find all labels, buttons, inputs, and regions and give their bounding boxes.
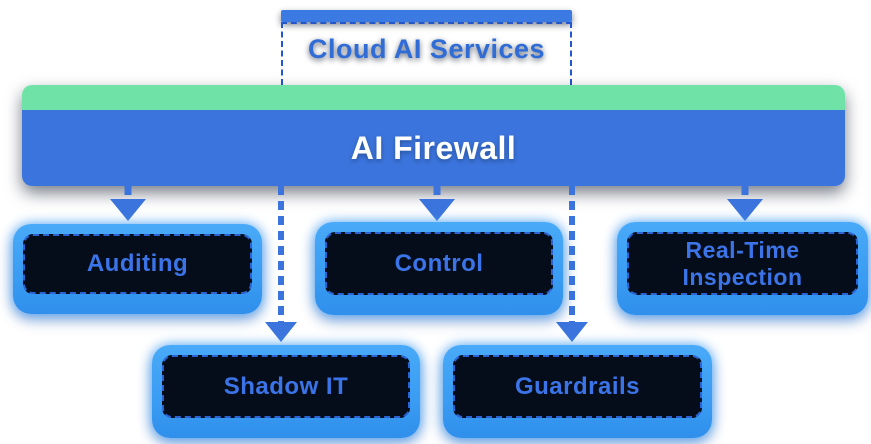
arrow-stem <box>124 186 132 195</box>
firewall-body: AI Firewall <box>22 110 845 186</box>
arrow-to-realtime-inspection <box>727 186 763 221</box>
dashed-arrow-to-shadow-it <box>265 186 297 344</box>
node-label: Guardrails <box>514 372 641 400</box>
arrow-head-icon <box>556 322 588 342</box>
node-label: Shadow IT <box>223 372 349 400</box>
arrow-to-auditing <box>110 186 146 221</box>
arrow-stem <box>433 186 441 195</box>
cloud-dashed-frame <box>281 22 572 85</box>
node-auditing: Auditing <box>13 224 262 314</box>
node-real-time-inspection: Real-Time Inspection <box>617 222 868 315</box>
cloud-top-bar <box>281 10 572 22</box>
cloud-ai-services-group: Cloud AI Services <box>281 10 572 85</box>
node-label: Real-Time Inspection <box>682 237 803 290</box>
arrow-head-icon <box>727 199 763 221</box>
cloud-ai-services-label: Cloud AI Services <box>307 34 546 64</box>
firewall-green-stripe <box>22 85 845 110</box>
dashed-line <box>569 186 575 322</box>
arrow-head-icon <box>419 199 455 221</box>
node-inner-panel: Control <box>325 232 553 295</box>
node-shadow-it: Shadow IT <box>152 345 420 438</box>
node-label: Auditing <box>86 250 189 278</box>
node-inner-panel: Guardrails <box>453 355 702 418</box>
node-control: Control <box>315 222 563 315</box>
arrow-stem <box>741 186 749 195</box>
node-inner-panel: Real-Time Inspection <box>627 232 858 295</box>
ai-firewall-label: AI Firewall <box>350 129 517 166</box>
node-inner-panel: Auditing <box>23 234 252 294</box>
node-guardrails: Guardrails <box>443 345 712 438</box>
arrow-head-icon <box>110 199 146 221</box>
node-inner-panel: Shadow IT <box>162 355 410 418</box>
node-label: Control <box>394 249 484 277</box>
dashed-arrow-to-guardrails <box>556 186 588 344</box>
arrow-head-icon <box>265 322 297 342</box>
arrow-to-control <box>419 186 455 221</box>
ai-firewall-banner: AI Firewall <box>22 85 845 186</box>
dashed-line <box>278 186 284 322</box>
